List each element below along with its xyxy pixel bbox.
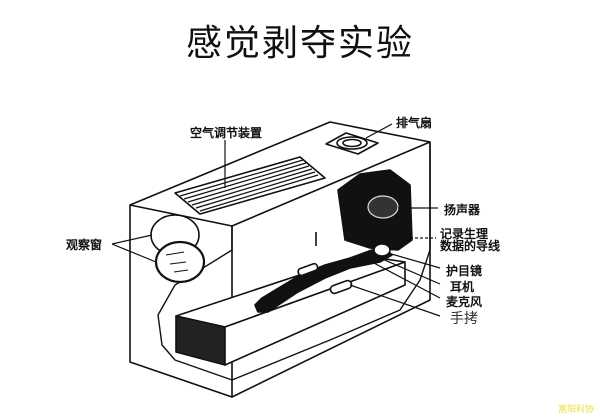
leader-observation-window-1 — [111, 234, 153, 245]
leader-earphones — [379, 257, 441, 285]
label-microphone: 麦克风 — [446, 295, 483, 309]
label-air-conditioner: 空气调节装置 — [190, 126, 263, 140]
label-goggles: 护目镜 — [446, 264, 483, 278]
label-speaker: 扬声器 — [444, 203, 481, 217]
leader-goggles — [387, 252, 441, 269]
label-data-wire-line1: 记录生理 — [440, 227, 489, 241]
label-observation-window: 观察窗 — [66, 238, 103, 252]
leader-cuffs — [349, 284, 441, 317]
label-exhaust-fan: 排气扇 — [396, 116, 433, 130]
air-conditioner-vent — [174, 156, 326, 215]
observation-window-lower — [154, 240, 206, 284]
leader-exhaust-fan — [365, 123, 393, 139]
diagram-title: 感觉剥夺实验 — [185, 23, 414, 64]
speaker — [367, 195, 399, 219]
watermark: 富阳科协 — [557, 405, 594, 415]
exhaust-fan — [325, 132, 379, 155]
leader-observation-window-2 — [111, 243, 157, 263]
label-data-wire-line2: 数据的导线 — [440, 239, 501, 253]
leader-microphone — [371, 261, 441, 299]
label-cuffs: 手拷 — [450, 311, 478, 327]
chamber-cutaway — [157, 142, 431, 381]
label-data-wire: 记录生理 数据的导线 — [440, 228, 500, 252]
arm-cuff — [329, 279, 353, 295]
label-earphones: 耳机 — [450, 280, 475, 294]
vent-slats — [179, 159, 319, 212]
